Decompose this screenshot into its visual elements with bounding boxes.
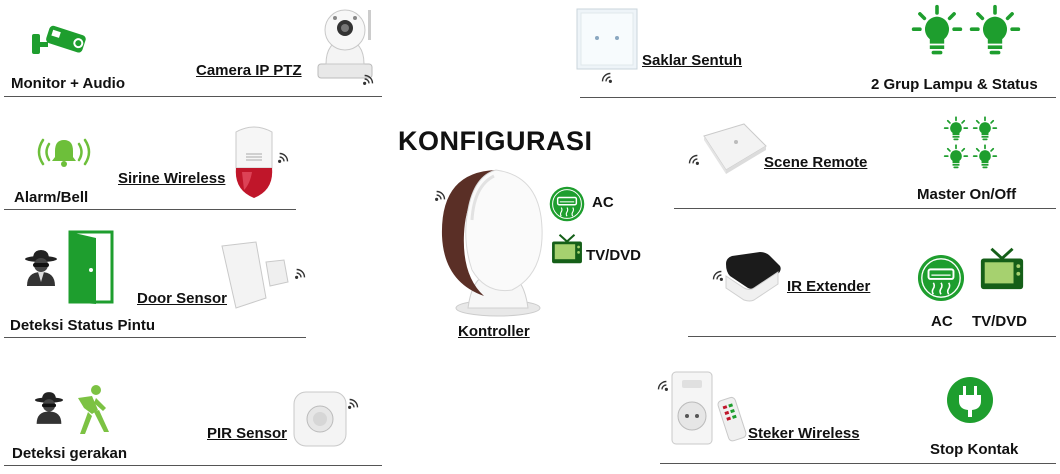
alarm-bell-icon xyxy=(34,134,94,170)
door-sensor-label[interactable]: Door Sensor xyxy=(137,290,228,307)
alarm-bell-label: Alarm/Bell xyxy=(14,189,89,206)
wireless-signal-icon xyxy=(362,72,376,86)
camera-ip-ptz-label[interactable]: Camera IP PTZ xyxy=(196,62,302,79)
divider-line xyxy=(674,208,1056,209)
divider-line xyxy=(688,336,1056,337)
scene-remote-icon[interactable] xyxy=(698,122,768,174)
air-conditioner-icon xyxy=(917,254,965,302)
controller-hub-icon[interactable] xyxy=(438,166,548,318)
ir-extender-icon[interactable] xyxy=(724,250,784,302)
open-door-icon xyxy=(66,230,116,304)
scene-remote-label[interactable]: Scene Remote xyxy=(764,154,868,171)
door-status-label: Deteksi Status Pintu xyxy=(10,317,156,334)
wireless-signal-icon xyxy=(294,266,308,280)
wireless-signal-icon xyxy=(710,268,724,282)
page-title: KONFIGURASI xyxy=(398,126,593,156)
ptz-camera-icon xyxy=(310,4,380,82)
controller-label[interactable]: Kontroller xyxy=(458,323,530,340)
divider-line xyxy=(4,465,382,466)
master-on-off-label: Master On/Off xyxy=(917,186,1017,203)
wireless-signal-icon xyxy=(599,70,613,84)
steker-wireless-label[interactable]: Steker Wireless xyxy=(748,425,860,442)
light-bulb-icon xyxy=(972,116,998,142)
wireless-signal-icon xyxy=(277,150,291,164)
tv-icon xyxy=(978,240,1026,298)
wireless-signal-icon xyxy=(686,152,700,166)
center-tv-label: TV/DVD xyxy=(586,247,642,264)
touch-switch-icon[interactable] xyxy=(576,8,638,70)
sirine-wireless-label[interactable]: Sirine Wireless xyxy=(118,170,226,187)
divider-line xyxy=(4,337,306,338)
right-ac-label: AC xyxy=(931,313,953,330)
power-outlet-icon xyxy=(946,376,994,424)
cctv-camera-icon xyxy=(30,22,88,62)
pir-sensor-icon xyxy=(292,390,348,448)
tv-icon xyxy=(550,230,584,268)
ir-extender-label[interactable]: IR Extender xyxy=(787,278,871,295)
wireless-plug-icon[interactable] xyxy=(668,370,750,446)
light-bulb-icon xyxy=(972,144,998,170)
air-conditioner-icon xyxy=(549,186,585,222)
divider-line xyxy=(4,96,382,97)
wireless-signal-icon xyxy=(347,396,361,410)
spy-icon xyxy=(34,392,64,424)
divider-line xyxy=(4,209,296,210)
door-sensor-icon xyxy=(218,240,290,310)
wireless-siren-icon xyxy=(230,124,278,204)
wireless-signal-icon xyxy=(655,378,669,392)
monitor-audio-label: Monitor + Audio xyxy=(11,75,126,92)
light-bulb-icon xyxy=(968,4,1022,58)
center-ac-label: AC xyxy=(592,194,614,211)
walking-person-icon xyxy=(70,384,112,436)
divider-line xyxy=(660,463,1056,464)
spy-icon xyxy=(24,250,58,286)
stop-kontak-label: Stop Kontak xyxy=(930,441,1019,458)
light-bulb-icon xyxy=(943,144,969,170)
light-bulb-icon xyxy=(943,116,969,142)
right-tv-label: TV/DVD xyxy=(972,313,1028,330)
light-bulb-icon xyxy=(910,4,964,58)
motion-detection-label: Deteksi gerakan xyxy=(12,445,128,462)
pir-sensor-label[interactable]: PIR Sensor xyxy=(207,425,288,442)
lamp-group-status-label: 2 Grup Lampu & Status xyxy=(871,76,1038,93)
saklar-sentuh-label[interactable]: Saklar Sentuh xyxy=(642,52,743,69)
divider-line xyxy=(580,97,1056,98)
